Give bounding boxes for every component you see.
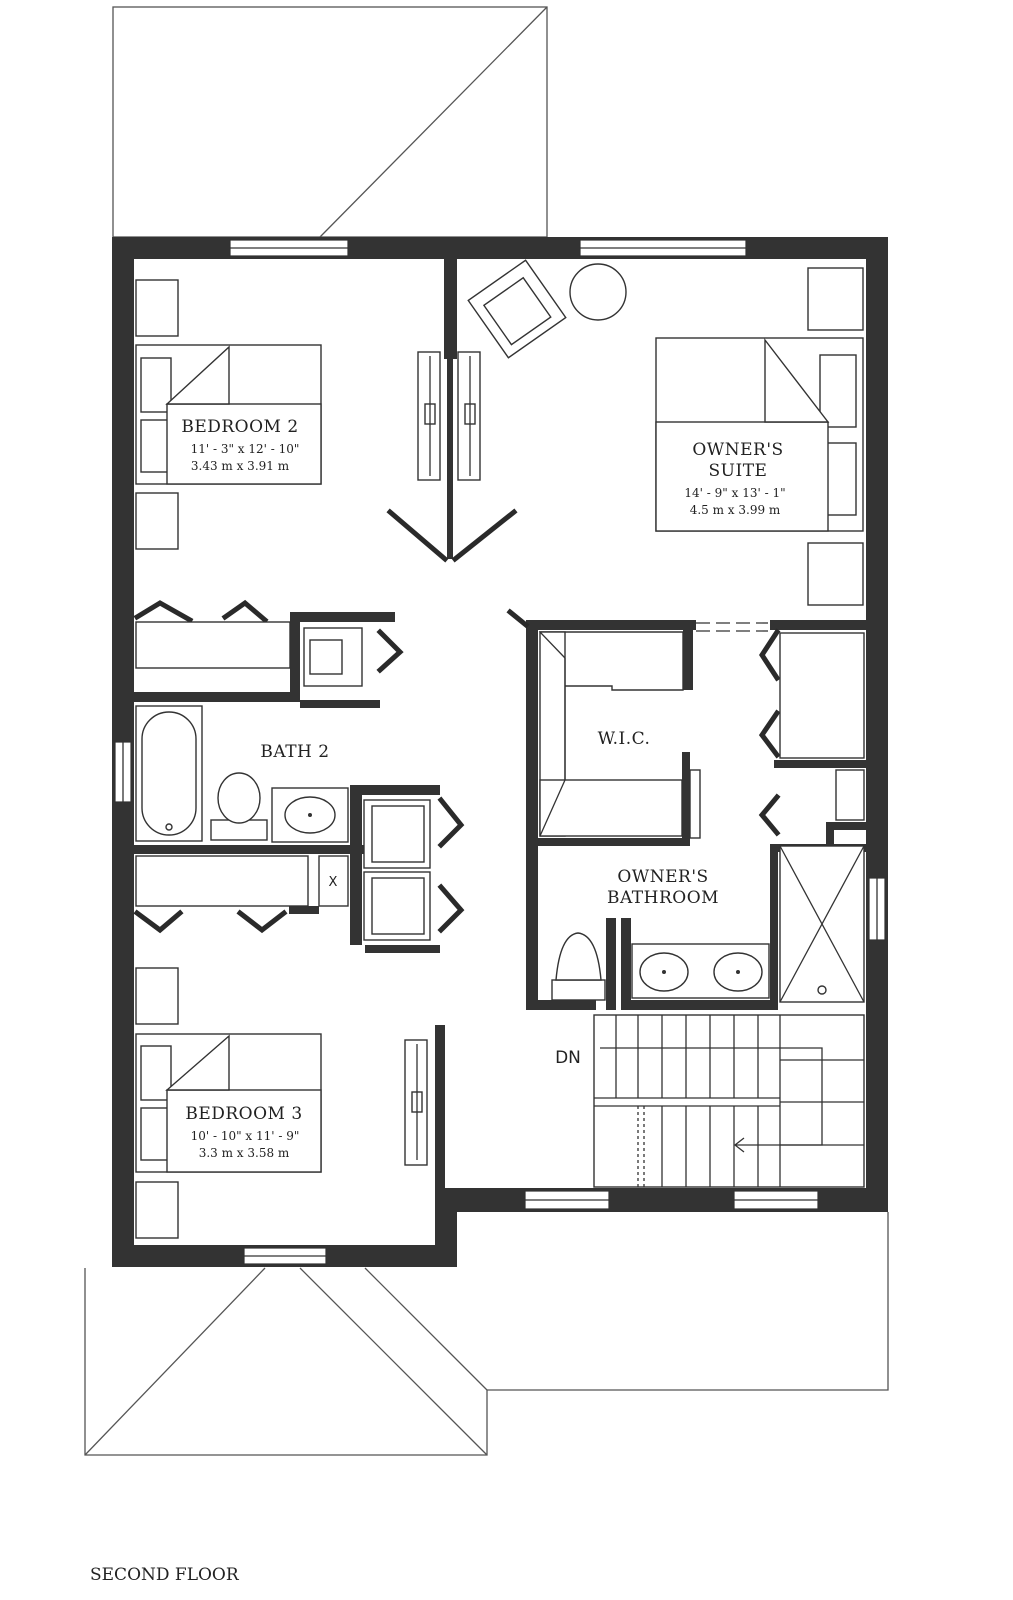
roof-outline-top <box>112 6 548 238</box>
bed-bedroom3 <box>135 1033 322 1173</box>
owners-suite-dim-metric: 4.5 m x 3.99 m <box>690 503 781 517</box>
doors <box>133 508 781 934</box>
vanity-sink <box>271 787 349 843</box>
sliding-doors-bedroom2 <box>417 351 441 481</box>
nightstand <box>135 492 179 550</box>
walk-in-closet-shelving <box>538 631 701 839</box>
toilet <box>551 932 606 1001</box>
owners-bathroom-name-line2: BATHROOM <box>607 888 719 908</box>
nightstand <box>135 279 179 337</box>
owners-suite-name-line1: OWNER'S <box>692 440 783 460</box>
roof-outline-bottom <box>84 1212 889 1456</box>
linen-closet-x-marker: X <box>329 875 338 890</box>
interior-walls <box>134 259 866 1195</box>
sliding-doors-bedroom3 <box>404 1039 428 1166</box>
nightstand <box>135 1181 179 1239</box>
bedroom2-dim-metric: 3.43 m x 3.91 m <box>191 459 290 473</box>
staircase <box>593 1014 865 1188</box>
bedroom2-name: BEDROOM 2 <box>181 417 298 437</box>
armchair <box>467 259 567 359</box>
floor-title: SECOND FLOOR <box>90 1565 240 1585</box>
bedroom3-dim-metric: 3.3 m x 3.58 m <box>199 1146 290 1160</box>
bed-bedroom2 <box>135 344 322 485</box>
bedroom3-dim-imperial: 10' - 10" x 11' - 9" <box>191 1129 300 1143</box>
double-vanity <box>631 943 770 999</box>
stairs-down-label: DN <box>555 1048 581 1068</box>
linen-closet-marker <box>318 855 349 907</box>
side-table <box>569 263 627 321</box>
linen-cabinet <box>303 627 363 687</box>
wic-name: W.I.C. <box>598 729 651 749</box>
closet-shelf-bedroom2 <box>135 621 291 669</box>
owners-suite-name-line2: SUITE <box>709 461 768 481</box>
toilet <box>210 772 268 841</box>
sliding-doors-suite <box>457 351 481 481</box>
closet-shelf-bedroom3 <box>135 855 309 907</box>
bath2-name: BATH 2 <box>260 742 329 762</box>
windows <box>114 239 886 1265</box>
nightstand <box>807 542 864 606</box>
closet-right <box>779 632 865 821</box>
bed-owners-suite <box>655 337 864 532</box>
washer-dryer <box>363 799 431 941</box>
shower <box>779 845 865 1003</box>
nightstand <box>807 267 864 331</box>
nightstand <box>135 967 179 1025</box>
bedroom3-name: BEDROOM 3 <box>185 1104 302 1124</box>
owners-bathroom-name-line1: OWNER'S <box>617 867 708 887</box>
bedroom2-dim-imperial: 11' - 3" x 12' - 10" <box>191 442 300 456</box>
owners-suite-dim-imperial: 14' - 9" x 13' - 1" <box>684 486 785 500</box>
bathtub <box>135 705 203 842</box>
